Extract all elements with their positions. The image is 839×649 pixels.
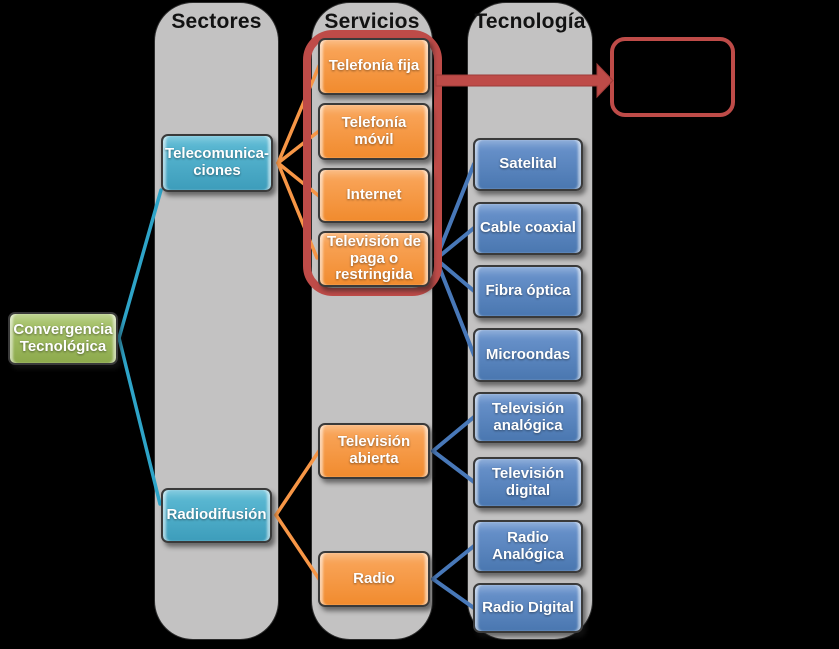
node-television-abierta: Televisión abierta xyxy=(318,423,430,479)
node-radio: Radio xyxy=(318,551,430,607)
empty-note-box xyxy=(610,37,735,117)
node-internet: Internet xyxy=(318,168,430,223)
node-cable-coaxial: Cable coaxial xyxy=(473,202,583,255)
column-header-sectores: Sectores xyxy=(171,10,262,33)
column-header-tecnologia: Tecnología xyxy=(474,10,586,33)
node-radio-analogica: Radio Analógica xyxy=(473,520,583,573)
node-telefonia-fija: Telefonía fija xyxy=(318,38,430,95)
node-television-analogica: Televisión analógica xyxy=(473,392,583,443)
node-convergencia-tecnologica: Convergencia Tecnológica xyxy=(8,312,118,365)
node-fibra-optica: Fibra óptica xyxy=(473,265,583,318)
node-microondas: Microondas xyxy=(473,328,583,382)
node-satelital: Satelital xyxy=(473,138,583,191)
node-television-digital: Televisión digital xyxy=(473,457,583,508)
column-sectores: Sectores xyxy=(155,3,278,639)
node-telecomunicaciones: Telecomunica- ciones xyxy=(161,134,273,192)
node-television-de-paga: Televisión de paga o restringida xyxy=(318,231,430,287)
node-radio-digital: Radio Digital xyxy=(473,583,583,633)
column-header-servicios: Servicios xyxy=(324,10,420,33)
node-radiodifusion: Radiodifusión xyxy=(161,488,272,543)
node-telefonia-movil: Telefonía móvil xyxy=(318,103,430,160)
